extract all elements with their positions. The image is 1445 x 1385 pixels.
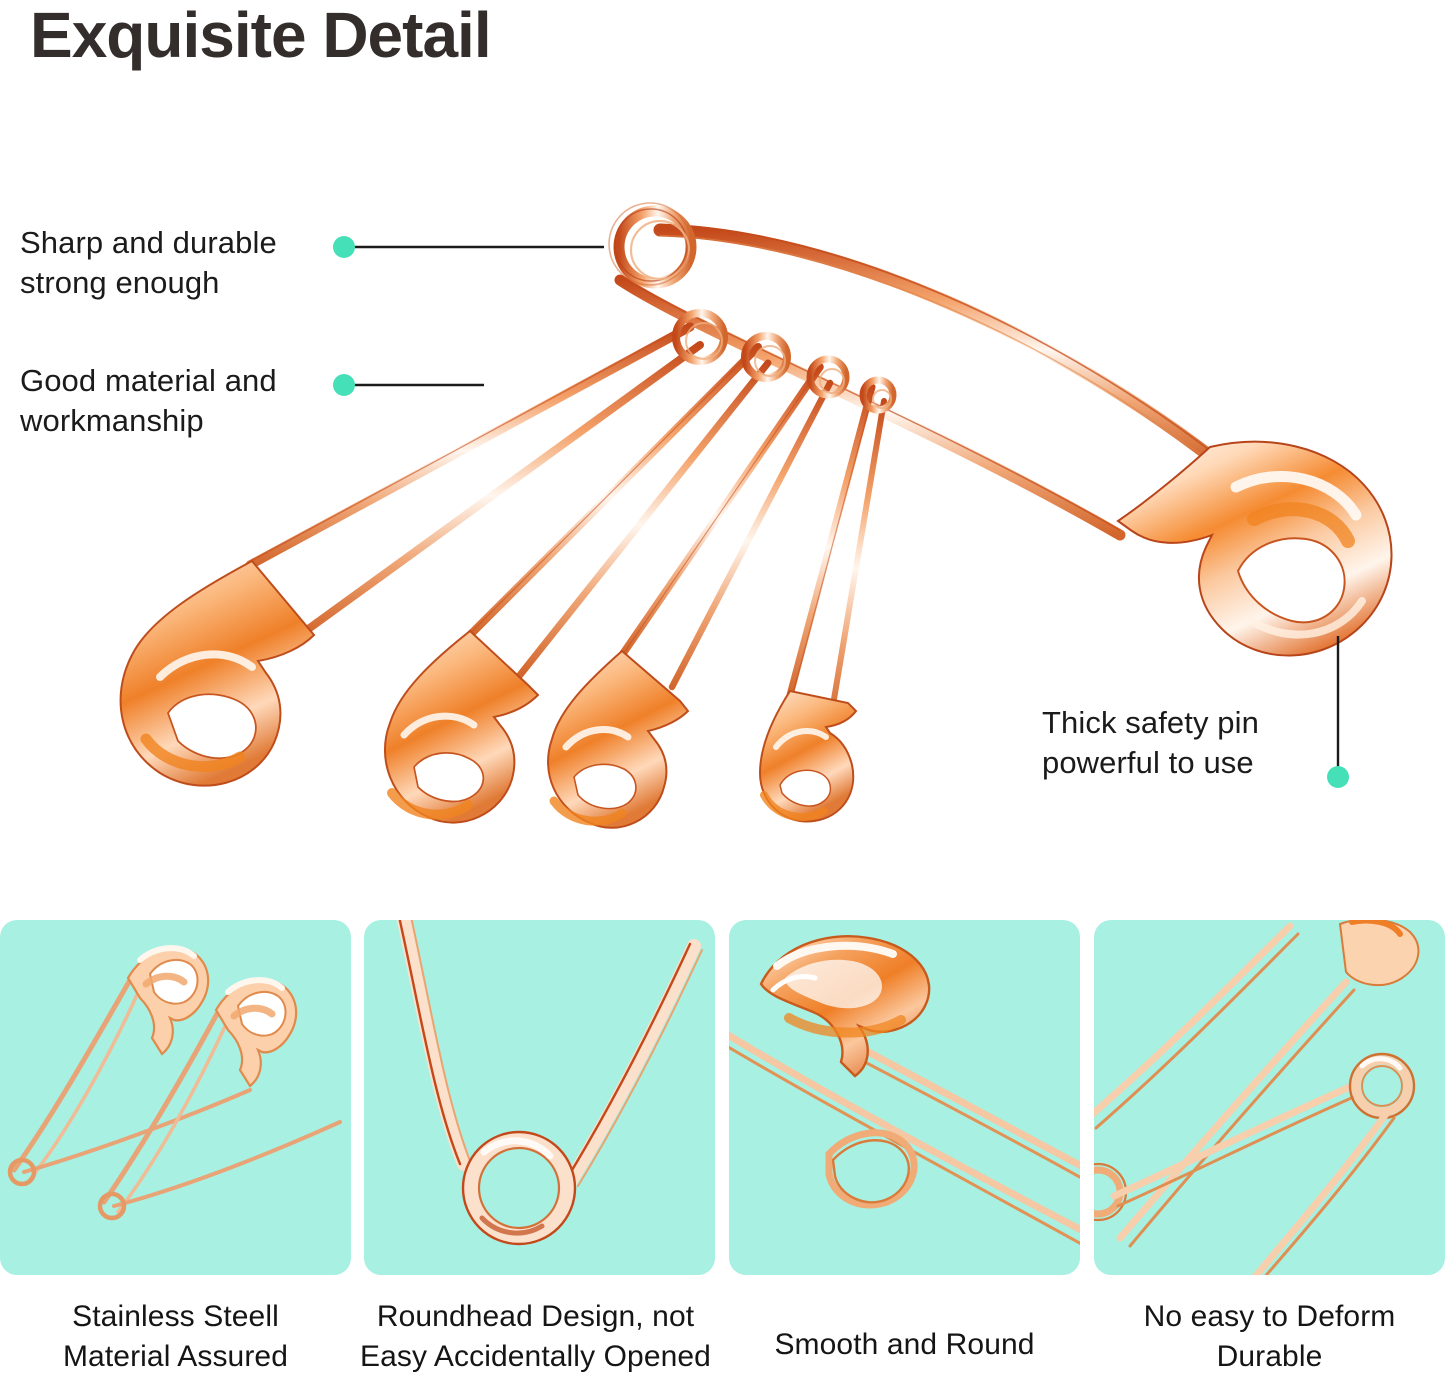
hero-safety-pins-graphic: [119, 202, 1393, 829]
small-safety-pin-a: [119, 309, 728, 787]
callout-leader-1: [333, 236, 604, 258]
callout-dot-2: [333, 374, 355, 396]
callout-dot-3: [1327, 766, 1349, 788]
thumbnail-panel-roundhead-design: [364, 920, 715, 1275]
thumbnail-caption-roundhead-design: Roundhead Design, not Easy Accidentally …: [360, 1300, 711, 1373]
callout-label-good-material: Good material and workmanship: [20, 363, 277, 438]
thumbnail-caption-stainless-steel: Stainless Steell Material Assured: [62, 1300, 289, 1373]
thumbnail-caption-row: Stainless Steell Material Assured Roundh…: [0, 1297, 1445, 1385]
callout-dot-1: [333, 236, 355, 258]
page-title: Exquisite Detail: [30, 0, 492, 71]
thumbnail-caption-smooth-round: Smooth and Round: [774, 1328, 1035, 1361]
callout-label-sharp-durable: Sharp and durable strong enough: [20, 225, 277, 300]
thumbnail-image-wires-and-loops: [1094, 920, 1445, 1275]
thumbnail-image-clasp-cap: [729, 920, 1080, 1275]
thumbnail-caption-no-deform: No easy to Deform Durable: [1143, 1300, 1396, 1373]
large-safety-pin: [608, 202, 1393, 657]
thumbnail-strip: [0, 920, 1445, 1275]
hero-product-illustration: Sharp and durable strong enough Good mat…: [0, 95, 1445, 910]
thumbnail-image-pin-heads: [0, 920, 351, 1275]
thumbnail-panel-no-deform: [1094, 920, 1445, 1275]
thumbnail-image-coil-ring: [364, 920, 715, 1275]
callout-leader-3: [1327, 636, 1349, 788]
callout-label-thick-safety-pin: Thick safety pin powerful to use: [1042, 705, 1259, 780]
small-safety-pin-d: [758, 376, 897, 823]
small-safety-pin-c: [547, 355, 850, 829]
thumbnail-panel-stainless-steel: [0, 920, 351, 1275]
thumbnail-panel-smooth-round: [729, 920, 1080, 1275]
small-safety-pin-b: [383, 332, 791, 824]
callout-leader-2: [333, 374, 484, 396]
